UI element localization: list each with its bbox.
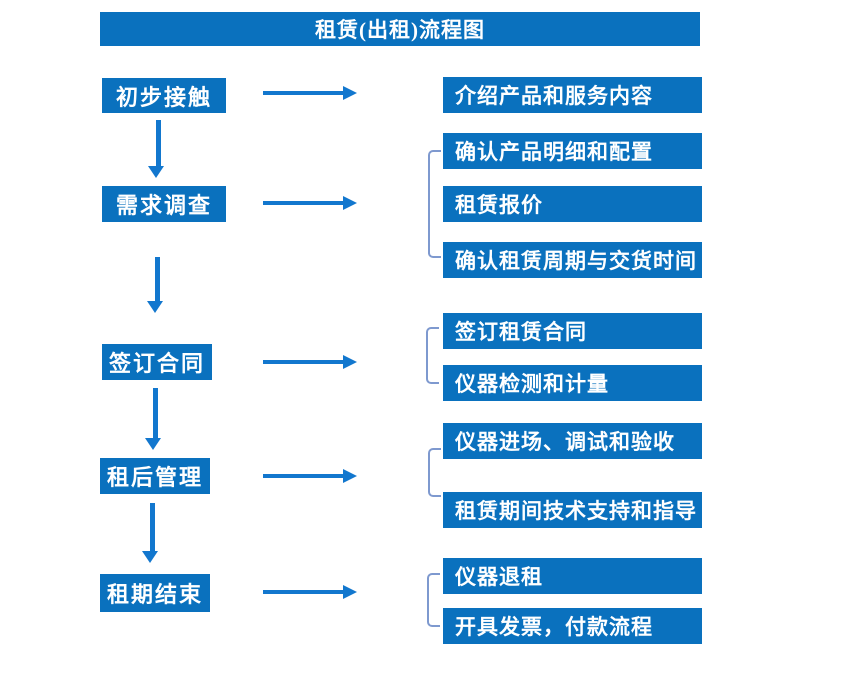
down-arrow-head	[145, 438, 161, 450]
detail-label: 签订租赁合同	[455, 320, 587, 344]
right-arrow-head	[343, 469, 357, 483]
step-box: 租期结束	[100, 574, 210, 612]
detail-box: 仪器进场、调试和验收	[443, 423, 702, 459]
step-label: 租后管理	[106, 465, 203, 490]
flowchart-title-bar: 租赁(出租)流程图	[100, 12, 700, 46]
right-arrow-head	[343, 585, 357, 599]
group-bracket	[428, 150, 441, 258]
step-box: 初步接触	[102, 78, 226, 113]
detail-label: 开具发票，付款流程	[455, 615, 653, 639]
right-arrow-shaft	[263, 590, 344, 594]
down-arrow-head	[142, 551, 158, 563]
down-arrow-shaft	[153, 388, 158, 439]
down-arrow-head	[147, 301, 163, 313]
right-arrow-shaft	[263, 201, 344, 205]
step-box: 租后管理	[100, 458, 210, 494]
group-bracket	[426, 327, 439, 384]
detail-label: 仪器退租	[455, 565, 543, 589]
detail-label: 确认产品明细和配置	[455, 140, 653, 164]
step-label: 租期结束	[106, 582, 203, 607]
detail-box: 介绍产品和服务内容	[443, 77, 702, 113]
group-bracket	[427, 573, 440, 627]
right-arrow-head	[343, 86, 357, 100]
right-arrow-shaft	[263, 91, 344, 95]
detail-label: 介绍产品和服务内容	[455, 84, 653, 108]
step-label: 签订合同	[108, 351, 205, 376]
step-label: 初步接触	[115, 84, 212, 110]
down-arrow-shaft	[155, 257, 160, 302]
detail-label: 确认租赁周期与交货时间	[455, 249, 697, 273]
group-bracket	[428, 448, 441, 497]
detail-box: 开具发票，付款流程	[443, 608, 702, 644]
detail-label: 仪器检测和计量	[455, 372, 609, 396]
detail-label: 仪器进场、调试和验收	[455, 430, 675, 454]
detail-box: 签订租赁合同	[443, 313, 702, 349]
right-arrow-shaft	[263, 474, 344, 478]
step-label: 需求调查	[115, 193, 212, 218]
step-box: 签订合同	[102, 344, 212, 380]
detail-box: 租赁期间技术支持和指导	[443, 492, 702, 528]
detail-box: 仪器退租	[443, 558, 702, 594]
step-box: 需求调查	[102, 186, 226, 222]
detail-box: 确认产品明细和配置	[443, 133, 702, 169]
down-arrow-head	[148, 166, 164, 178]
detail-box: 仪器检测和计量	[443, 365, 702, 401]
right-arrow-head	[343, 196, 357, 210]
right-arrow-head	[343, 355, 357, 369]
detail-box: 确认租赁周期与交货时间	[443, 242, 702, 278]
right-arrow-shaft	[263, 360, 344, 364]
detail-label: 租赁报价	[455, 193, 543, 217]
down-arrow-shaft	[156, 120, 161, 167]
flowchart-title: 租赁(出租)流程图	[315, 18, 485, 42]
detail-label: 租赁期间技术支持和指导	[455, 499, 697, 523]
detail-box: 租赁报价	[443, 186, 702, 222]
down-arrow-shaft	[150, 503, 155, 552]
